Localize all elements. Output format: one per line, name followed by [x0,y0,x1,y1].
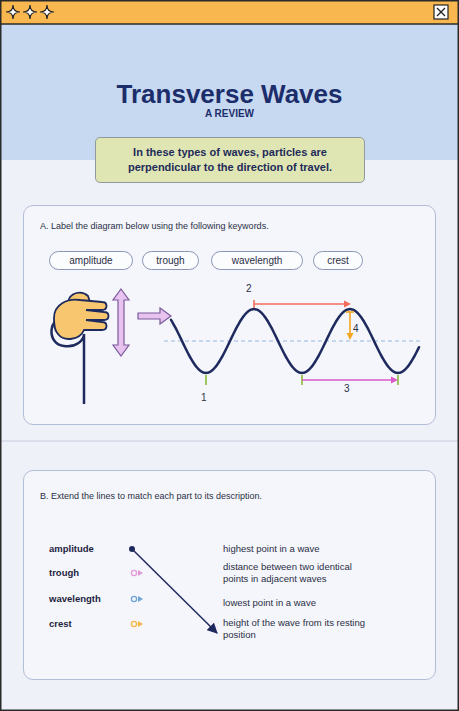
subtitle: A REVIEW [0,108,459,120]
node-text: height of the wave from its resting posi… [223,617,378,641]
section-divider [0,441,459,442]
term-text: crest [49,618,129,630]
callout-number: 4 [353,323,359,335]
node-text: amplitude [49,543,129,555]
callout-number-holder: 1 [201,392,207,404]
hand [54,300,109,339]
wavelength-marker [254,303,346,305]
match-pointer [138,570,143,576]
match-pointer [138,621,143,627]
title-block: Transverse Waves [0,80,459,108]
sparkle-icon [40,5,54,19]
amplitude-marker [349,312,351,335]
marker-head [347,333,354,340]
node-text: distance between two identical points in… [223,561,378,585]
keyword-pill: amplitude [49,251,133,270]
keyword-pill: trough [142,251,199,270]
term-text: wavelength [49,593,129,605]
node-text: In these types of waves, particles are p… [108,145,352,175]
subtitle-holder: A REVIEW [0,108,459,120]
title-bar-rule [0,23,459,25]
match-pointer [138,596,143,602]
travel-arrow [138,308,171,324]
node-text: highest point in a wave [223,543,378,555]
wavelength-marker [302,379,393,381]
marker-head [344,301,351,308]
wave-illustration [24,206,435,424]
marker-head [391,377,398,384]
close-box [434,5,448,19]
node-text: wavelength [49,593,129,605]
wave-curve [171,309,419,373]
match-dot [131,621,136,626]
callout-number: 1 [201,392,207,404]
title-bar [0,0,459,24]
description-text: height of the wave from its resting posi… [223,617,378,641]
node-text: crest [327,255,349,266]
keyword-pill: wavelength [211,251,303,270]
description-text: lowest point in a wave [223,597,378,609]
rest-line [164,340,422,341]
start-dot [129,546,135,552]
node-text: trough [49,567,129,579]
section-panel: amplitude highest point in a wave trough di… [23,470,436,680]
callout-number: 2 [246,283,252,295]
node-text: trough [156,255,184,266]
term-text: amplitude [49,543,129,555]
match-dot [131,596,136,601]
match-arrow [132,549,217,633]
description-text: distance between two identical points in… [223,561,378,585]
sparkle-icon [23,5,37,19]
keyword-pill: crest [313,251,363,270]
node-text: amplitude [69,255,112,266]
callout-number-holder: 4 [353,323,359,335]
close-cross [437,8,445,16]
node-text: lowest point in a wave [223,597,378,609]
page-title: Transverse Waves [0,80,459,108]
section-panel: amplitude trough wavelength crest A. Label t… [23,205,436,425]
callout-number-holder: 2 [246,283,252,295]
node-text: wavelength [232,255,283,266]
description-text: highest point in a wave [223,543,378,555]
sparkle-icon [6,5,20,19]
term-text: trough [49,567,129,579]
statement-box: In these types of waves, particles are p… [95,137,365,183]
callout-number: 3 [344,383,350,395]
node-text: B. Extend the lines to match each part t… [40,490,435,502]
match-dot [131,570,136,575]
callout-number-holder: 3 [344,383,350,395]
node-text: A. Label the diagram below using the fol… [40,220,435,232]
up-down-arrow [113,289,129,356]
node-text: crest [49,618,129,630]
trough-tick [205,375,207,385]
